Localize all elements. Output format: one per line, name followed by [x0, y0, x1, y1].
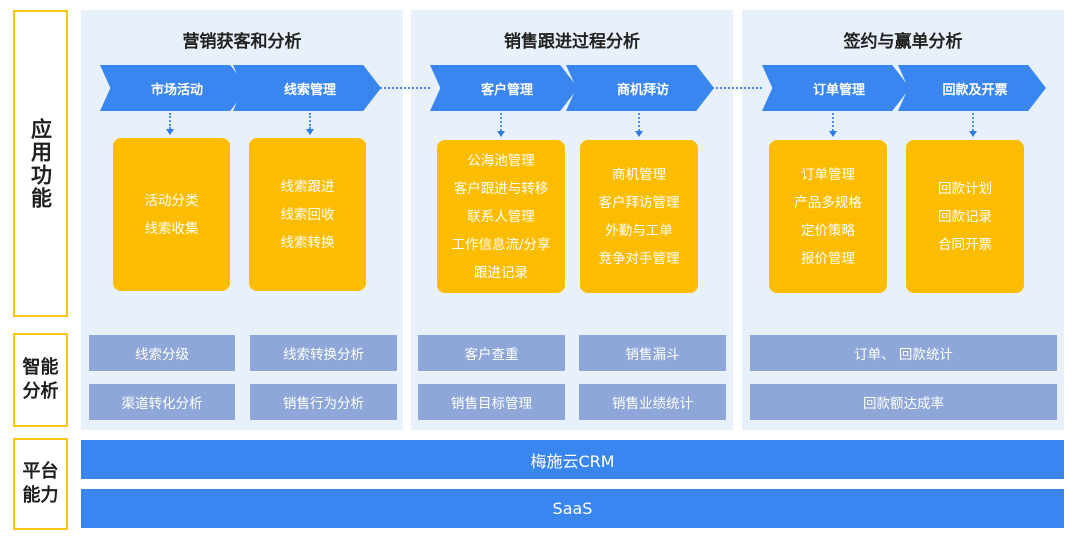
analysis-box: 线索转换分析	[250, 335, 397, 371]
feature-item: 线索转换	[280, 234, 335, 251]
row-label-intelligent-analysis: 智能 分析	[13, 333, 68, 427]
stage-arrow-lead-management: 线索管理	[233, 65, 381, 111]
feature-box-order-management: 订单管理 产品多规格 定价策略 报价管理	[769, 140, 887, 293]
row-label-platform-line1: 平台	[22, 461, 59, 482]
column-title-sales-process: 销售跟进过程分析	[504, 32, 640, 52]
stage-arrow-label: 回款及开票	[942, 82, 1008, 98]
feature-item: 产品多规格	[794, 194, 862, 211]
down-connector	[309, 113, 311, 129]
row-label-intelligent-line2: 分析	[22, 381, 59, 402]
down-connector	[638, 113, 640, 131]
analysis-box: 销售目标管理	[418, 384, 565, 420]
analysis-box: 订单、 回款统计	[750, 335, 1057, 371]
down-connector	[972, 113, 974, 131]
down-connector	[500, 113, 502, 131]
feature-box-customer-management: 公海池管理 客户跟进与转移 联系人管理 工作信息流/分享 跟进记录	[437, 140, 565, 293]
down-connector	[169, 113, 171, 129]
analysis-box: 线索分级	[89, 335, 235, 371]
column-connector-2	[712, 87, 762, 89]
feature-box-market-activity: 活动分类 线索收集	[113, 138, 230, 291]
feature-item: 联系人管理	[467, 208, 535, 225]
column-connector-1	[380, 87, 430, 89]
row-label-application-text: 应用功能	[28, 117, 53, 210]
feature-box-opportunity-visit: 商机管理 客户拜访管理 外勤与工单 竞争对手管理	[580, 140, 698, 293]
feature-item: 定价策略	[801, 222, 855, 239]
feature-item: 线索收集	[144, 220, 199, 237]
column-title-marketing: 营销获客和分析	[182, 32, 302, 52]
row-label-intelligent-line1: 智能	[22, 357, 59, 378]
stage-arrow-label: 商机拜访	[616, 82, 669, 98]
down-arrow-icon	[497, 131, 505, 137]
feature-item: 线索跟进	[280, 178, 335, 195]
down-arrow-icon	[829, 131, 837, 137]
feature-item: 客户拜访管理	[598, 194, 680, 211]
platform-bar-saas: SaaS	[81, 489, 1064, 528]
platform-bar-crm: 梅施云CRM	[81, 440, 1064, 479]
analysis-box: 回款额达成率	[750, 384, 1057, 420]
feature-item: 商机管理	[612, 166, 666, 183]
down-arrow-icon	[635, 131, 643, 137]
stage-arrow-order-management: 订单管理	[762, 65, 910, 111]
stage-arrow-label: 订单管理	[812, 82, 865, 98]
row-label-application: 应用功能	[13, 10, 68, 317]
stage-arrow-customer-management: 客户管理	[430, 65, 578, 111]
feature-item: 合同开票	[938, 236, 992, 253]
down-arrow-icon	[306, 129, 314, 135]
down-connector	[832, 113, 834, 131]
feature-item: 外勤与工单	[605, 222, 673, 239]
down-arrow-icon	[969, 131, 977, 137]
stage-arrow-label: 线索管理	[283, 82, 336, 98]
feature-item: 订单管理	[801, 166, 855, 183]
feature-item: 跟进记录	[474, 264, 528, 281]
column-title-signing: 签约与赢单分析	[843, 32, 963, 52]
analysis-box: 销售行为分析	[250, 384, 397, 420]
stage-arrow-opportunity-visit: 商机拜访	[566, 65, 714, 111]
feature-item: 公海池管理	[467, 152, 535, 169]
analysis-box: 渠道转化分析	[89, 384, 235, 420]
feature-item: 竞争对手管理	[598, 250, 680, 267]
feature-box-lead-management: 线索跟进 线索回收 线索转换	[249, 138, 366, 291]
analysis-box: 销售业绩统计	[579, 384, 726, 420]
feature-item: 报价管理	[801, 250, 855, 267]
feature-item: 回款计划	[938, 180, 992, 197]
feature-item: 工作信息流/分享	[451, 236, 551, 253]
analysis-box: 客户查重	[418, 335, 565, 371]
stage-arrow-label: 市场活动	[150, 82, 203, 98]
row-label-platform-line2: 能力	[22, 485, 59, 506]
analysis-box: 销售漏斗	[579, 335, 726, 371]
feature-box-payment-invoice: 回款计划 回款记录 合同开票	[906, 140, 1024, 293]
feature-item: 客户跟进与转移	[453, 180, 549, 197]
row-label-platform-capability: 平台 能力	[13, 438, 68, 530]
feature-item: 回款记录	[938, 208, 992, 225]
down-arrow-icon	[166, 129, 174, 135]
stage-arrow-payment-invoice: 回款及开票	[898, 65, 1046, 111]
feature-item: 活动分类	[144, 192, 199, 209]
stage-arrow-label: 客户管理	[480, 82, 533, 98]
feature-item: 线索回收	[280, 206, 335, 223]
stage-arrow-market-activity: 市场活动	[100, 65, 248, 111]
